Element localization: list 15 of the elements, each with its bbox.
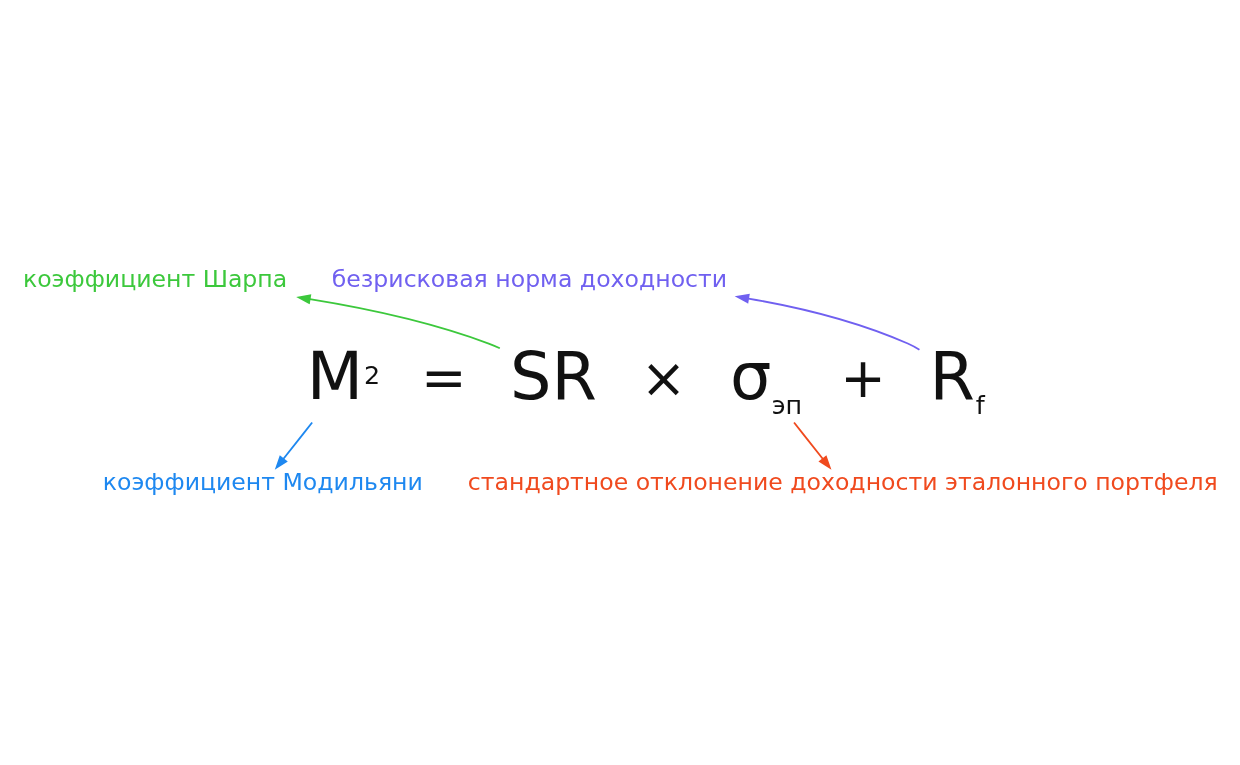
node-text: R$_{f}$: [929, 337, 985, 420]
node-text: коэффициент Шарпа: [22, 264, 288, 293]
arrow: [734, 293, 921, 351]
label: =: [421, 345, 467, 410]
node-text: M$^{2}$: [306, 337, 381, 414]
node-text: SR: [510, 337, 597, 414]
node-text: стандартное отклонение доходности эталонного портфеля: [467, 467, 1218, 496]
arrow: [296, 293, 501, 349]
node-text: безрисковая норма доходности: [331, 264, 728, 293]
label: ×: [640, 345, 687, 410]
node-text: σ$_{эп}$: [729, 337, 803, 420]
label: +: [840, 345, 886, 410]
node-text: коэффициент Модильяни: [102, 467, 423, 496]
arrow: [274, 421, 314, 470]
arrow: [793, 421, 832, 470]
